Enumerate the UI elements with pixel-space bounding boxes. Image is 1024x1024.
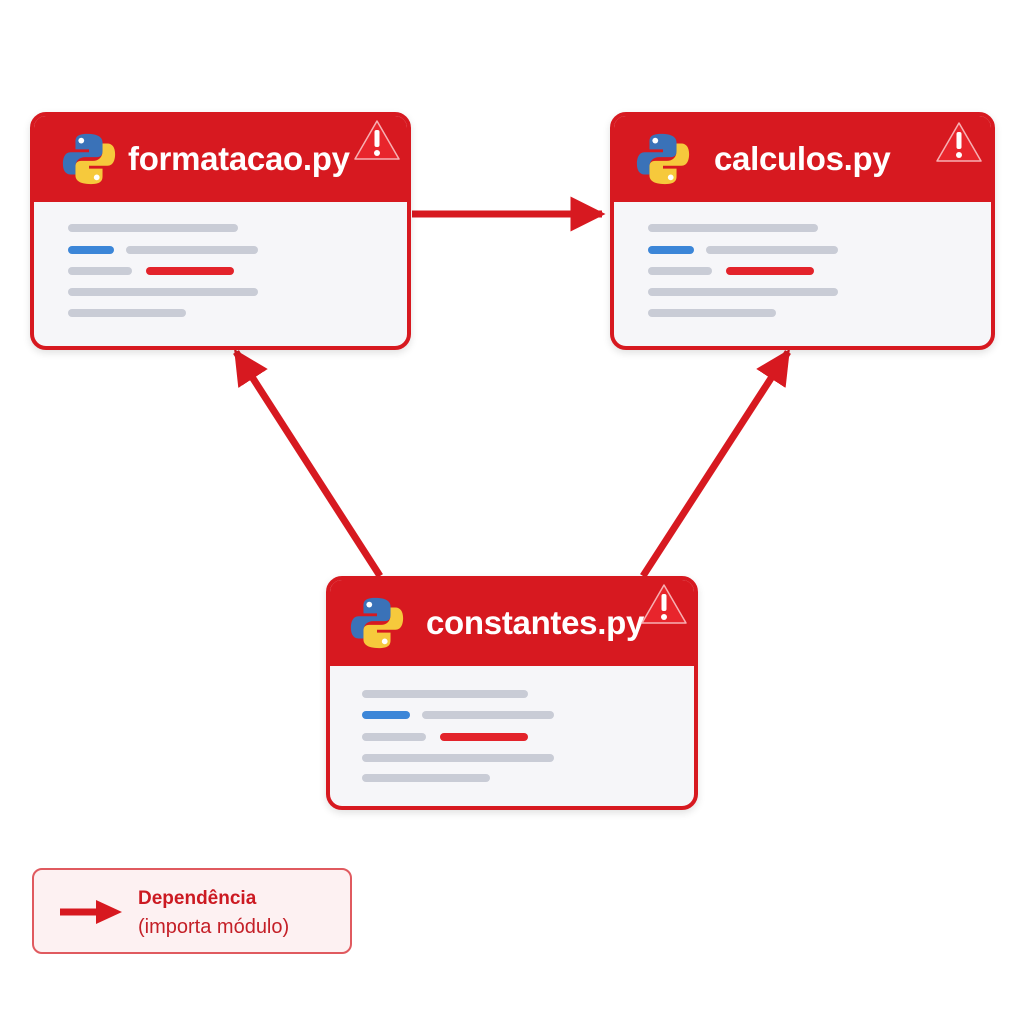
warning-icon [936, 122, 982, 162]
code-line [362, 711, 410, 719]
code-line [362, 733, 426, 741]
code-line [68, 288, 258, 296]
python-logo-icon [350, 597, 404, 649]
code-line [362, 690, 528, 698]
code-line [648, 267, 712, 275]
module-card-header: formatacao.py [34, 116, 407, 202]
code-line [362, 754, 554, 762]
code-line [726, 267, 814, 275]
legend: Dependência (importa módulo) [32, 868, 352, 954]
legend-title: Dependência [138, 888, 257, 909]
arrow-constantes-to-calculos [640, 349, 791, 578]
python-logo-icon [62, 133, 116, 185]
arrow-constantes-to-formatacao [233, 349, 383, 578]
module-name: formatacao.py [128, 140, 350, 177]
module-card-calculos[interactable]: calculos.py [610, 112, 995, 350]
code-line [648, 224, 818, 232]
warning-icon [641, 584, 687, 624]
code-line [126, 246, 258, 254]
code-line [68, 246, 114, 254]
red-arrow-icon [60, 900, 122, 924]
legend-description: (importa módulo) [138, 916, 290, 938]
module-name: calculos.py [714, 140, 891, 177]
code-line [146, 267, 234, 275]
code-preview [614, 202, 991, 346]
module-card-header: constantes.py [330, 580, 694, 666]
module-card-formatacao[interactable]: formatacao.py [30, 112, 411, 350]
code-line [68, 309, 186, 317]
code-line [706, 246, 838, 254]
python-logo-icon [636, 133, 690, 185]
module-card-constantes[interactable]: constantes.py [326, 576, 698, 810]
code-preview [330, 666, 694, 806]
warning-icon [354, 120, 400, 160]
code-line [422, 711, 554, 719]
code-line [648, 309, 776, 317]
code-line [440, 733, 528, 741]
code-line [648, 246, 694, 254]
code-preview [34, 202, 407, 346]
code-line [362, 774, 490, 782]
code-line [68, 267, 132, 275]
code-line [68, 224, 238, 232]
code-line [648, 288, 838, 296]
module-card-header: calculos.py [614, 116, 991, 202]
module-name: constantes.py [426, 604, 644, 641]
